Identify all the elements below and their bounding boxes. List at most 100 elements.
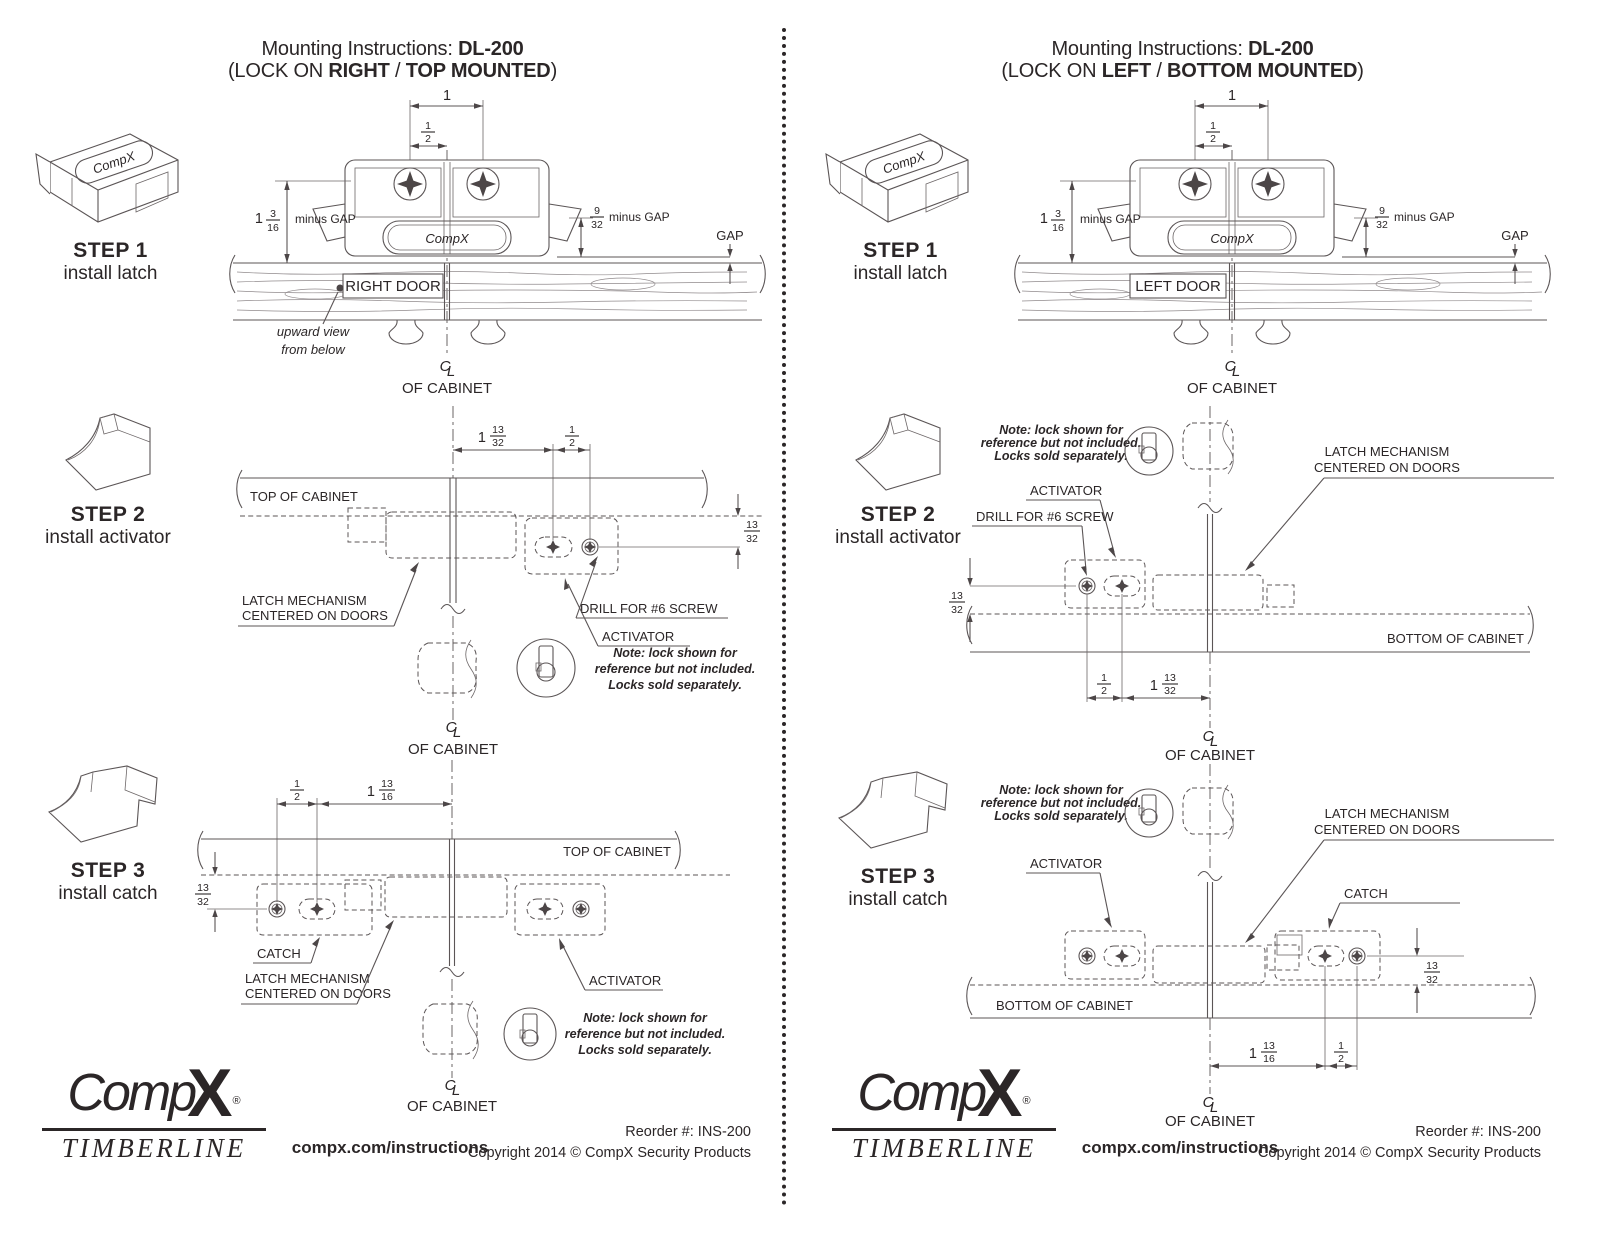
- svg-text:L: L: [1232, 363, 1240, 380]
- svg-text:ACTIVATOR: ACTIVATOR: [1030, 856, 1102, 871]
- svg-text:L: L: [1210, 1099, 1218, 1116]
- door-knob: [1173, 319, 1209, 345]
- svg-text:1: 1: [569, 424, 575, 436]
- registered-mark: ®: [232, 1095, 241, 1107]
- compx-timberline-logo: CompX® TIMBERLINE: [830, 1058, 1058, 1164]
- latch-mechanism-outline: [1152, 574, 1295, 611]
- upward-view-note: upward view from below: [277, 284, 351, 357]
- step-3-badge: STEP 3 install catch: [28, 760, 188, 905]
- dim-half-inch: 1 2: [1086, 594, 1123, 702]
- title-mount-style: TOP MOUNTED: [405, 60, 551, 82]
- svg-text:1: 1: [1210, 120, 1216, 132]
- svg-text:32: 32: [1426, 974, 1438, 986]
- svg-text:CENTERED ON DOORS: CENTERED ON DOORS: [242, 608, 388, 623]
- lock-body-hidden-outline: [417, 639, 477, 699]
- svg-text:16: 16: [267, 222, 279, 234]
- title-model: DL-200: [458, 38, 524, 60]
- svg-text:16: 16: [1263, 1053, 1275, 1065]
- activator-outline: [1064, 559, 1146, 609]
- gap-dimension: GAP: [1501, 228, 1529, 284]
- centerline: [1197, 764, 1223, 1094]
- svg-text:2: 2: [1101, 685, 1107, 697]
- svg-text:32: 32: [197, 896, 209, 908]
- of-cabinet-label: OF CABINET: [407, 1098, 497, 1115]
- centerline-symbol: C L: [1203, 1094, 1219, 1116]
- dim-half-inch: 1 2: [553, 424, 590, 453]
- latch-front-view: CompX: [1097, 159, 1367, 257]
- svg-text:CENTERED ON DOORS: CENTERED ON DOORS: [1314, 822, 1460, 837]
- catch-illustration: [837, 771, 948, 849]
- svg-text:2: 2: [294, 791, 300, 803]
- lock-body-hidden-outline: [1182, 784, 1234, 840]
- lock-note: Note: lock shown for reference but not i…: [981, 423, 1174, 476]
- latch-mechanism-outline: [384, 876, 508, 918]
- panel-lock-left-bottom: Mounting Instructions: DL-200 (LOCK ON L…: [790, 0, 1575, 1236]
- latch-mechanism-callout: LATCH MECHANISM CENTERED ON DOORS: [238, 562, 419, 627]
- step1-diagram: 1 1 2 CompX: [229, 88, 766, 397]
- svg-text:DRILL FOR #6 SCREW: DRILL FOR #6 SCREW: [580, 601, 718, 616]
- dim-1-13-32: 1 13 32: [1122, 672, 1210, 701]
- activator-callout: ACTIVATOR: [559, 938, 663, 991]
- step2-diagram: 1 13 32 1 2 TOP OF CABINET: [236, 406, 763, 758]
- doors-upward-view: RIGHT DOOR: [229, 254, 766, 345]
- activator-callout: ACTIVATOR: [564, 578, 690, 647]
- of-cabinet-label: OF CABINET: [1187, 380, 1277, 397]
- svg-text:L: L: [452, 1082, 460, 1099]
- divider-dotted-line: [782, 28, 786, 1206]
- svg-text:ACTIVATOR: ACTIVATOR: [589, 973, 661, 988]
- lock-face-icon: [503, 1007, 557, 1061]
- dim-1-13-16: 1 13 16: [317, 778, 452, 807]
- svg-text:LATCH MECHANISM: LATCH MECHANISM: [242, 593, 367, 608]
- panel-lock-right-top: Mounting Instructions: DL-200 (LOCK ON R…: [0, 0, 785, 1236]
- svg-text:1: 1: [1101, 672, 1107, 684]
- step-3-label: STEP 3: [70, 859, 146, 882]
- phillips-screw: [1178, 167, 1212, 201]
- step1-diagram: 1 1 2 CompX: [1014, 88, 1551, 397]
- svg-text:Locks sold separately.: Locks sold separately.: [608, 678, 742, 692]
- footer-reorder-block: Reorder #: INS-200 Copyright 2014 © Comp…: [468, 1122, 751, 1164]
- of-cabinet-label: OF CABINET: [1165, 747, 1255, 764]
- svg-text:3: 3: [1055, 208, 1061, 220]
- latch-mechanism-callout: LATCH MECHANISM CENTERED ON DOORS: [1245, 444, 1554, 571]
- activator-outline: [514, 883, 606, 936]
- svg-text:reference but not included.: reference but not included.: [565, 1027, 725, 1041]
- step-2-label: STEP 2: [70, 503, 146, 526]
- centerline-symbol: C L: [440, 358, 456, 380]
- logo-timberline: TIMBERLINE: [61, 1133, 247, 1163]
- svg-text:Note: lock shown for: Note: lock shown for: [999, 783, 1124, 797]
- activator-illustration: [855, 413, 941, 491]
- compx-timberline-logo: CompX® TIMBERLINE: [40, 1058, 268, 1164]
- door-knob: [470, 319, 506, 345]
- activator-callout: ACTIVATOR: [1026, 856, 1112, 928]
- lock-face-icon: [1124, 426, 1174, 476]
- svg-text:minus GAP: minus GAP: [295, 212, 356, 226]
- svg-text:2: 2: [569, 437, 575, 449]
- svg-text:C: C: [445, 1077, 456, 1094]
- footer-url: compx.com/instructions: [1081, 1138, 1279, 1157]
- svg-text:L: L: [447, 363, 455, 380]
- svg-text:LATCH MECHANISM: LATCH MECHANISM: [1325, 806, 1450, 821]
- svg-text:1: 1: [294, 778, 300, 790]
- catch-callout: CATCH: [253, 937, 320, 964]
- phillips-screw: [1251, 167, 1285, 201]
- cabinet-edge-label: BOTTOM OF CABINET: [996, 998, 1133, 1013]
- lock-body-hidden-outline: [422, 1000, 479, 1060]
- svg-text:CompX: CompX: [1210, 231, 1255, 246]
- latch-brand-label: CompX: [425, 231, 470, 246]
- svg-text:32: 32: [951, 604, 963, 616]
- latch-front-view: CompX: [312, 159, 582, 257]
- dim-1-13-32: 1 13 32: [453, 424, 591, 540]
- svg-text:DRILL FOR #6 SCREW: DRILL FOR #6 SCREW: [976, 509, 1114, 524]
- drill-callout: DRILL FOR #6 SCREW: [575, 556, 728, 619]
- latch-mechanism-callout: LATCH MECHANISM CENTERED ON DOORS: [241, 920, 394, 1005]
- drill-callout: DRILL FOR #6 SCREW: [972, 509, 1114, 576]
- svg-text:1: 1: [1228, 88, 1236, 104]
- lock-body-hidden-outline: [1182, 419, 1234, 475]
- svg-text:GAP: GAP: [1501, 228, 1528, 243]
- svg-text:CENTERED ON DOORS: CENTERED ON DOORS: [245, 986, 391, 1001]
- svg-text:C: C: [446, 719, 457, 736]
- copyright: Copyright 2014 © CompX Security Products: [467, 1145, 751, 1161]
- doors-upward-view: LEFT DOOR: [1014, 254, 1551, 345]
- svg-text:13: 13: [197, 882, 209, 894]
